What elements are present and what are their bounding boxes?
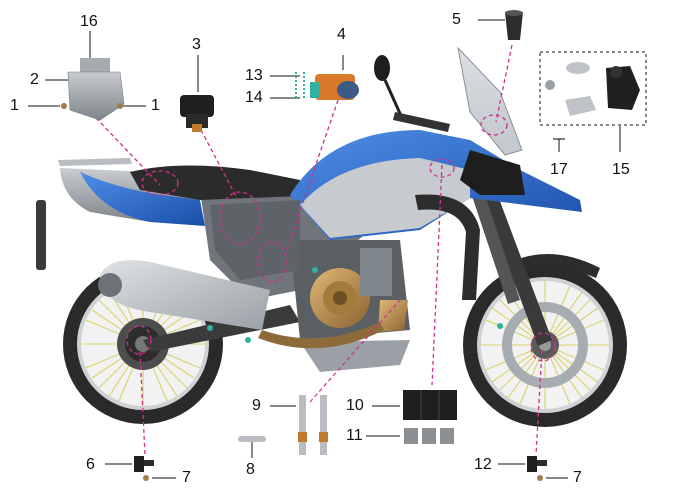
callout-10: 10 xyxy=(346,397,364,414)
crash-bar xyxy=(415,194,480,300)
callout-8: 8 xyxy=(246,461,255,478)
callout-13: 13 xyxy=(245,67,263,84)
part-switch-set xyxy=(539,51,647,152)
engine xyxy=(290,240,410,340)
callout-9: 9 xyxy=(252,397,261,414)
front-fender xyxy=(500,254,600,282)
callout-7-front: 7 xyxy=(573,469,582,486)
leader-lines xyxy=(95,44,556,456)
part-sensor xyxy=(180,55,214,132)
license-bracket xyxy=(36,200,46,270)
callout-7-rear: 7 xyxy=(182,469,191,486)
callout-2: 2 xyxy=(30,71,39,88)
fuel-tank-fairing xyxy=(80,130,582,280)
callout-17: 17 xyxy=(550,161,568,178)
windscreen xyxy=(457,46,523,156)
callout-12: 12 xyxy=(474,456,492,473)
front-fork xyxy=(470,180,552,346)
handlebar-mirror xyxy=(374,55,450,132)
callout-1-right: 1 xyxy=(151,97,160,114)
callout-1-left: 1 xyxy=(10,97,19,114)
part-pin xyxy=(553,138,565,152)
part-clip xyxy=(238,436,266,458)
motorcycle-illustration xyxy=(36,46,627,427)
callout-5: 5 xyxy=(452,11,461,28)
skid-plate xyxy=(300,340,410,372)
exhaust xyxy=(98,260,384,349)
callout-6: 6 xyxy=(86,456,95,473)
part-ecu xyxy=(45,31,125,121)
part-oxygen-sensor xyxy=(270,395,328,455)
part-bolt xyxy=(28,103,146,109)
part-relay xyxy=(270,55,359,100)
headlight-fairing xyxy=(460,150,525,195)
part-relay-blocks xyxy=(372,390,457,420)
callout-15: 15 xyxy=(612,161,630,178)
part-fuses xyxy=(366,428,454,444)
part-wheel-sensor-rear xyxy=(105,456,176,481)
part-wheel-sensor-front xyxy=(498,456,568,481)
rear-rack xyxy=(58,158,132,166)
part-fuel-cap xyxy=(478,10,523,40)
callout-3: 3 xyxy=(192,36,201,53)
callout-4: 4 xyxy=(337,26,346,43)
callout-16: 16 xyxy=(80,13,98,30)
callout-14: 14 xyxy=(245,89,263,106)
callout-11: 11 xyxy=(346,427,363,444)
front-wheel xyxy=(463,263,627,427)
